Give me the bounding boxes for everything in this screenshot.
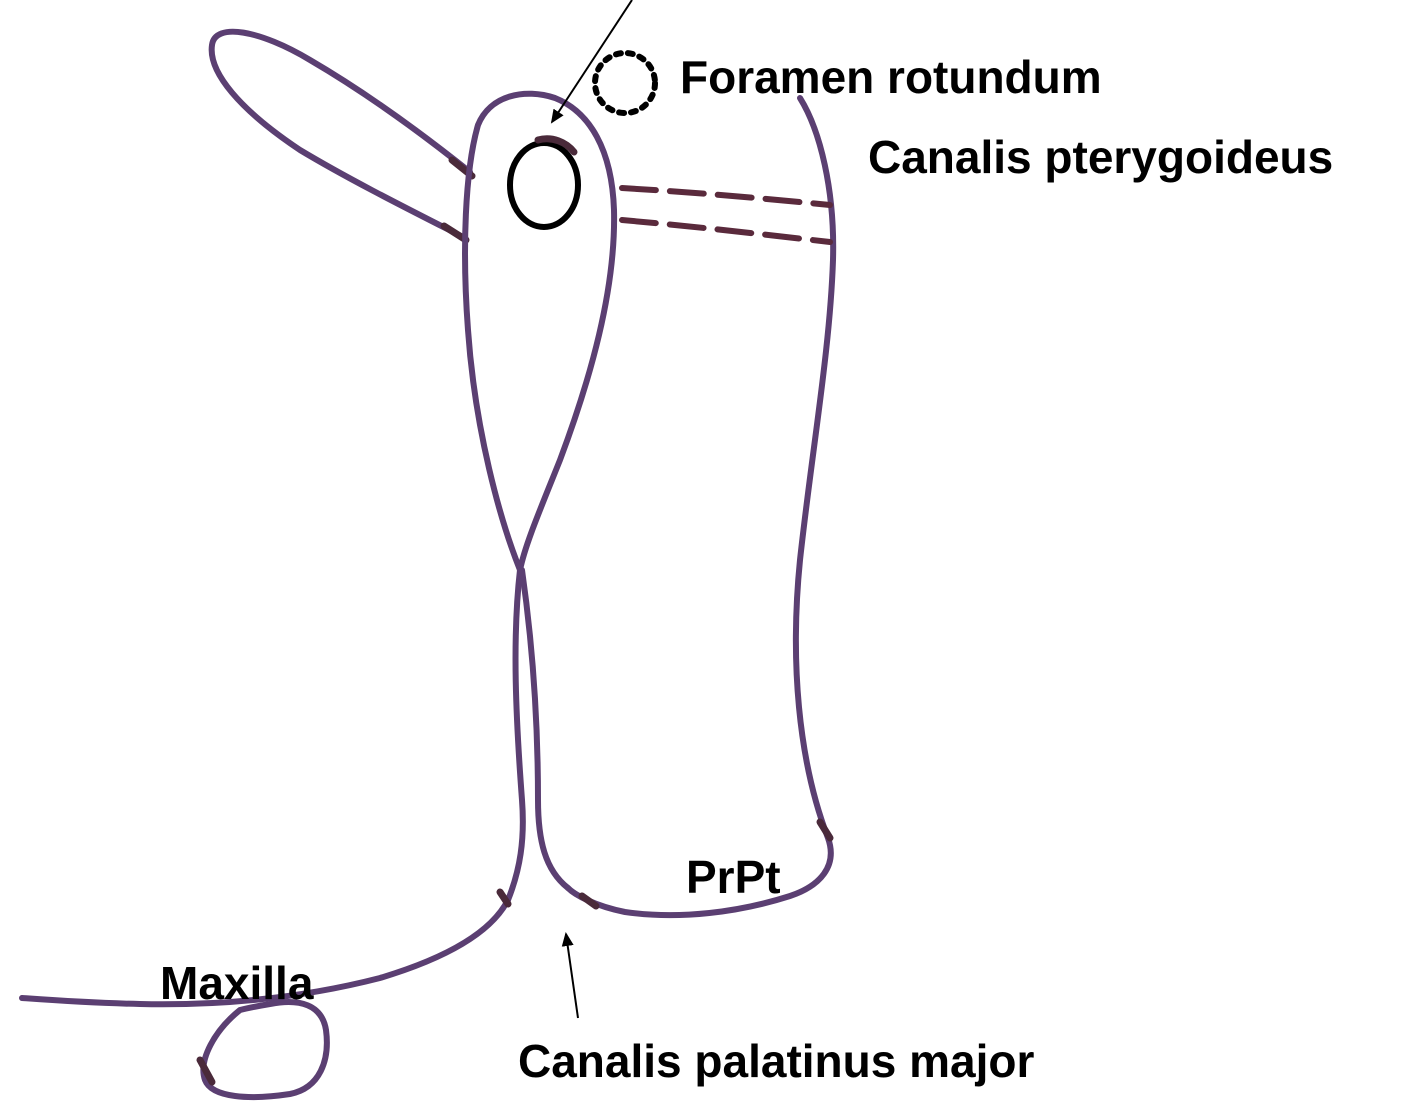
prpt-label: PrPt [686,854,781,900]
right-lobe-outline [568,98,833,915]
canal-dashed-upper [622,188,830,205]
top-pointer-arrow [552,0,632,122]
maxilla-joint [500,892,508,904]
canal-ring [510,143,578,227]
lower-loop-outline [203,1002,326,1097]
foramen-rotundum-label: Foramen rotundum [680,54,1102,100]
maxilla-label: Maxilla [160,960,313,1006]
right-lobe-joint [820,822,830,838]
central-lobe-outline [465,94,614,570]
stem-left-outline [508,570,523,900]
palatinus-pointer-arrow [566,934,578,1018]
prpt-joint [582,896,596,906]
canalis-palatinus-major-label: Canalis palatinus major [518,1038,1034,1084]
upper-wing-outline [212,32,470,238]
foramen-rotundum-marker [595,53,655,113]
canalis-pterygoideus-label: Canalis pterygoideus [868,134,1333,180]
canal-dashed-lower [622,220,830,242]
stem-right-outline [522,570,568,888]
